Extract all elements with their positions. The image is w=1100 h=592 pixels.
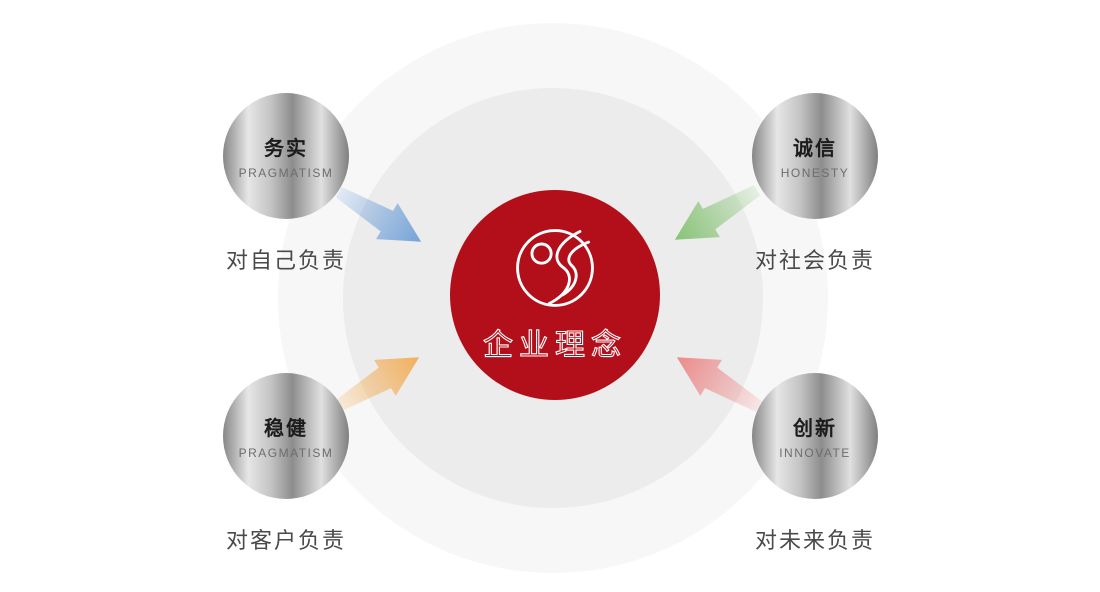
node-title-bottom-right: 创新 [793, 418, 837, 440]
node-subtitle-bottom-right: INNOVATE [779, 446, 851, 460]
arrow-bottom-right [676, 357, 763, 412]
node-subtitle-bottom-left: PRAGMATISM [238, 446, 334, 460]
node-caption-top-right: 对社会负责 [754, 248, 875, 273]
node-title-top-left: 务实 [264, 138, 308, 160]
center-title: 企业理念 [482, 328, 627, 362]
node-circle-bottom-right: 创新 INNOVATE [752, 373, 878, 499]
node-caption-bottom-left: 对客户负责 [225, 528, 346, 553]
node-caption-bottom-right: 对未来负责 [754, 528, 875, 553]
node-circle-top-right: 诚信 HONESTY [752, 93, 878, 219]
arrow-top-right [674, 185, 761, 240]
company-logo-icon [516, 229, 594, 307]
center-circle: 企业理念 [450, 190, 660, 400]
node-caption-top-left: 对自己负责 [225, 248, 346, 273]
node-circle-bottom-left: 稳健 PRAGMATISM [223, 373, 349, 499]
arrow-bottom-left [333, 357, 420, 412]
node-subtitle-top-left: PRAGMATISM [238, 166, 334, 180]
node-title-bottom-left: 稳健 [264, 418, 308, 440]
node-title-top-right: 诚信 [793, 138, 837, 160]
arrow-top-left [335, 187, 422, 242]
node-circle-top-left: 务实 PRAGMATISM [223, 93, 349, 219]
node-subtitle-top-right: HONESTY [780, 166, 850, 180]
